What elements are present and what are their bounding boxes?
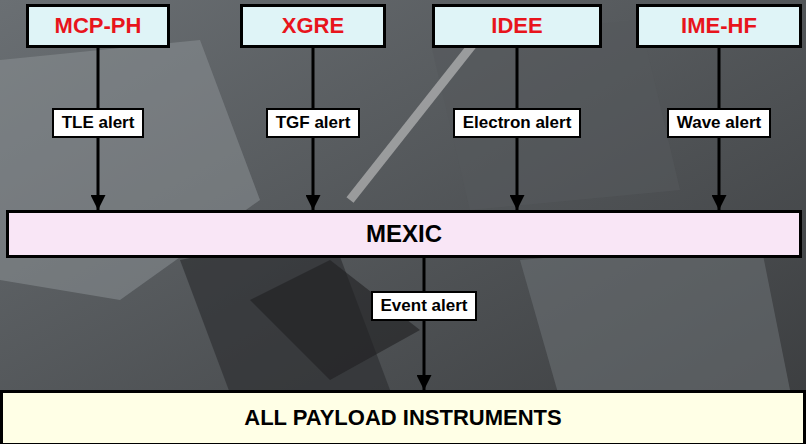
- edge-label: Event alert: [371, 291, 478, 322]
- payload-band: ALL PAYLOAD INSTRUMENTS: [0, 390, 806, 444]
- edge-label: Electron alert: [453, 108, 582, 139]
- alert-arrow: [423, 258, 426, 390]
- box-label: MEXIC: [366, 221, 442, 247]
- box-label: MCP-PH: [55, 14, 142, 38]
- box-label: XGRE: [282, 14, 344, 38]
- photo-panel: [520, 240, 790, 400]
- box-label: IDEE: [491, 14, 542, 38]
- box-label: ALL PAYLOAD INSTRUMENTS: [244, 406, 561, 430]
- instrument-box: MCP-PH: [26, 4, 170, 48]
- instrument-box: IDEE: [432, 4, 602, 48]
- instrument-box: IME-HF: [636, 4, 802, 48]
- edge-label: TGF alert: [266, 108, 361, 139]
- instrument-box: XGRE: [240, 4, 386, 48]
- controller-band: MEXIC: [6, 210, 802, 258]
- edge-label: Wave alert: [667, 108, 771, 139]
- edge-label: TLE alert: [52, 108, 145, 139]
- box-label: IME-HF: [681, 14, 757, 38]
